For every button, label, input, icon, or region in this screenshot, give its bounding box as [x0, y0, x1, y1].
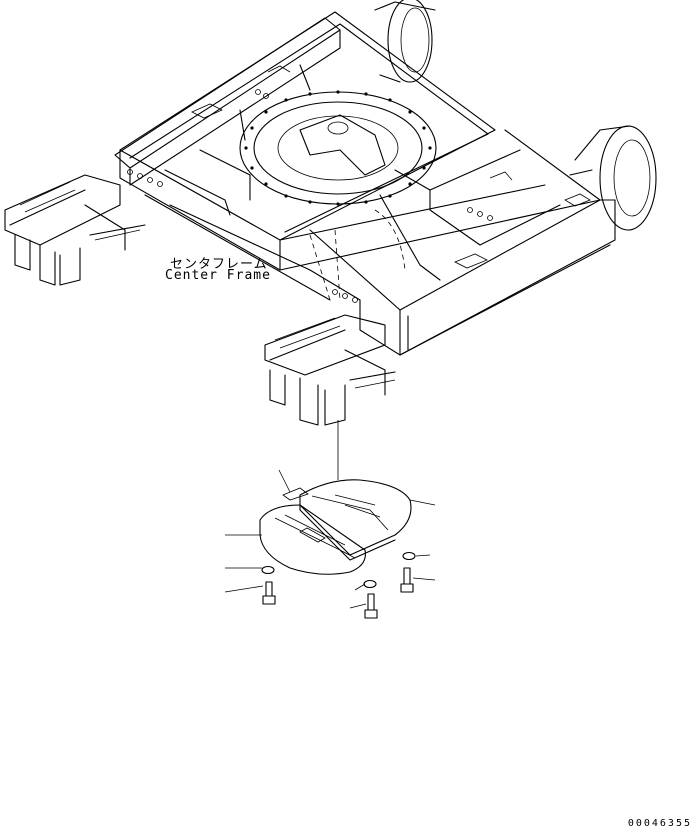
- swing-circle-bolt-holes: [244, 90, 432, 206]
- bolt-center: [364, 593, 378, 619]
- center-frame: [4, 0, 657, 426]
- under-cover-assembly: [224, 469, 436, 619]
- bolt-right: [400, 567, 414, 593]
- callout-leaders: [224, 469, 436, 609]
- drawing-number: 00046355: [627, 818, 692, 829]
- bolt-left: [262, 581, 276, 605]
- center-frame-label-english: Center Frame: [165, 268, 271, 283]
- center-frame-label-japanese: センタフレーム: [170, 257, 268, 272]
